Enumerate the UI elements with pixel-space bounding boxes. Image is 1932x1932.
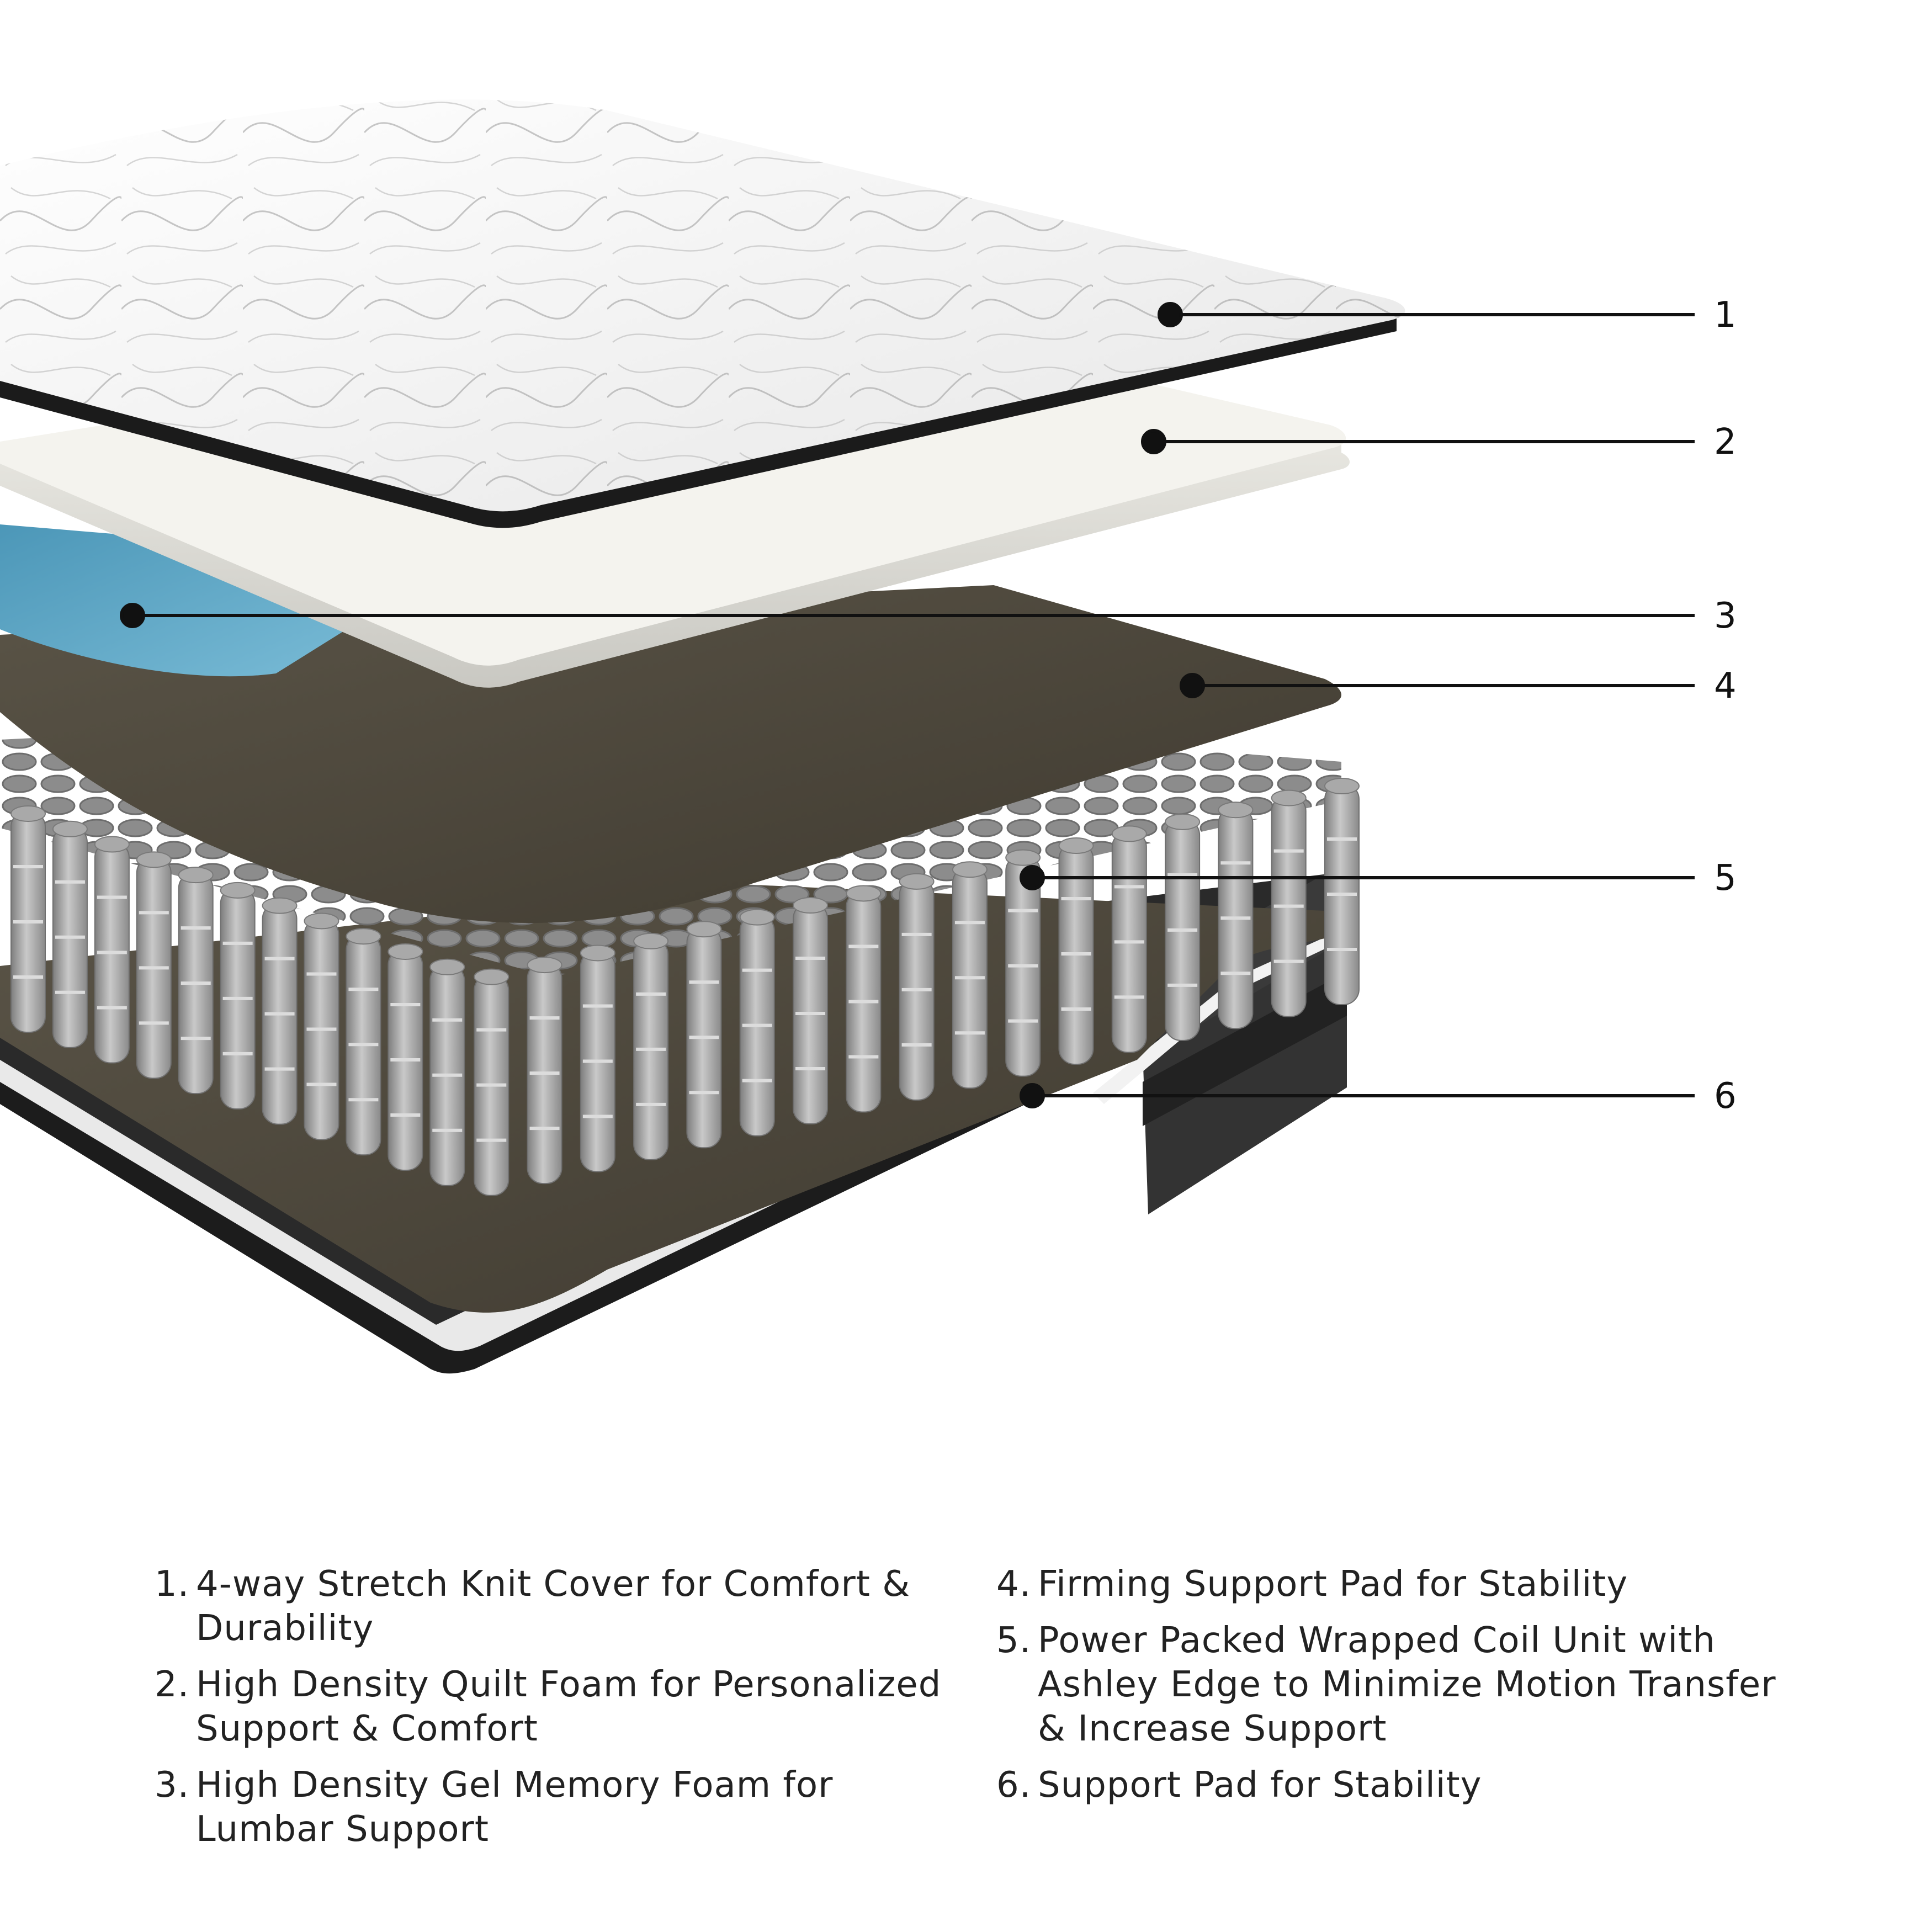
wrapped-coil xyxy=(429,958,465,1186)
legend-column-left: 1. 4-way Stretch Knit Cover for Comfort … xyxy=(155,1562,955,1864)
wrapped-coil xyxy=(793,897,829,1125)
legend-item-text: High Density Gel Memory Foam for Lumbar … xyxy=(196,1765,834,1850)
wrapped-coil xyxy=(304,912,339,1140)
legend-item-1: 1. 4-way Stretch Knit Cover for Comfort … xyxy=(155,1562,955,1650)
coil-row xyxy=(10,778,1360,1196)
legend-item-text: Firming Support Pad for Stability xyxy=(1038,1564,1628,1605)
legend-item-text: High Density Quilt Foam for Personalized… xyxy=(196,1664,942,1749)
legend-item-number: 4. xyxy=(996,1564,1032,1605)
callout-number-4: 4 xyxy=(1714,666,1737,707)
callout-3 xyxy=(120,603,1695,628)
legend-item-number: 6. xyxy=(996,1765,1032,1806)
wrapped-coil xyxy=(52,820,88,1048)
layer-4-firming-pad xyxy=(0,585,1341,923)
wrapped-coil xyxy=(1058,837,1094,1065)
wrapped-coil xyxy=(527,957,562,1185)
wrapped-coil xyxy=(633,932,669,1160)
layer-1-knit-cover xyxy=(0,99,1405,528)
legend-item-text: 4-way Stretch Knit Cover for Comfort & D… xyxy=(196,1564,911,1649)
wrapped-coil xyxy=(952,861,988,1089)
legend-item-5: 5. Power Packed Wrapped Coil Unit with A… xyxy=(996,1618,1797,1751)
wrapped-coil xyxy=(346,928,381,1156)
legend-item-6: 6. Support Pad for Stability xyxy=(996,1763,1797,1807)
wrapped-coil xyxy=(686,921,722,1149)
legend-item-4: 4. Firming Support Pad for Stability xyxy=(996,1562,1797,1606)
wrapped-coil xyxy=(10,805,46,1033)
callout-6 xyxy=(1020,1083,1695,1108)
legend-item-text: Support Pad for Stability xyxy=(1038,1765,1482,1806)
wrapped-coil xyxy=(94,836,130,1064)
callout-number-3: 3 xyxy=(1714,596,1737,636)
legend-item-text: Power Packed Wrapped Coil Unit with Ashl… xyxy=(1038,1620,1776,1749)
wrapped-coil xyxy=(1165,813,1201,1041)
callout-number-5: 5 xyxy=(1714,858,1737,899)
wrapped-coil xyxy=(388,943,423,1171)
callout-4 xyxy=(1180,673,1695,698)
wrapped-coil xyxy=(1005,849,1041,1077)
callout-number-2: 2 xyxy=(1714,422,1737,463)
wrapped-coil xyxy=(580,944,615,1172)
wrapped-coil xyxy=(1218,802,1254,1029)
layer-legend: 1. 4-way Stretch Knit Cover for Comfort … xyxy=(0,1562,1932,1915)
legend-item-number: 2. xyxy=(155,1664,190,1705)
callout-2 xyxy=(1141,429,1695,454)
legend-item-number: 5. xyxy=(996,1620,1032,1661)
legend-item-number: 3. xyxy=(155,1765,190,1806)
callout-numbers: 1 2 3 4 5 6 xyxy=(1714,295,1737,1117)
wrapped-coil xyxy=(178,867,214,1095)
callouts xyxy=(120,302,1695,1108)
wrapped-coil xyxy=(899,873,935,1101)
wrapped-coil xyxy=(846,885,882,1113)
legend-item-number: 1. xyxy=(155,1564,190,1605)
wrapped-coil xyxy=(1324,778,1360,1005)
mattress-layers-illustration: 1 2 3 4 5 6 xyxy=(0,99,1737,1374)
wrapped-coil xyxy=(739,909,775,1137)
wrapped-coil xyxy=(474,968,509,1196)
callout-1 xyxy=(1158,302,1695,327)
wrapped-coil xyxy=(1111,825,1147,1053)
callout-number-1: 1 xyxy=(1714,295,1737,336)
legend-item-2: 2. High Density Quilt Foam for Personali… xyxy=(155,1663,955,1751)
wrapped-coil xyxy=(136,851,172,1079)
callout-5 xyxy=(1020,865,1695,890)
wrapped-coil xyxy=(262,897,298,1125)
legend-column-right: 4. Firming Support Pad for Stability 5. … xyxy=(996,1562,1797,1819)
callout-number-6: 6 xyxy=(1714,1076,1737,1117)
wrapped-coil xyxy=(220,882,256,1110)
wrapped-coil xyxy=(1271,789,1307,1017)
legend-item-3: 3. High Density Gel Memory Foam for Lumb… xyxy=(155,1763,955,1851)
